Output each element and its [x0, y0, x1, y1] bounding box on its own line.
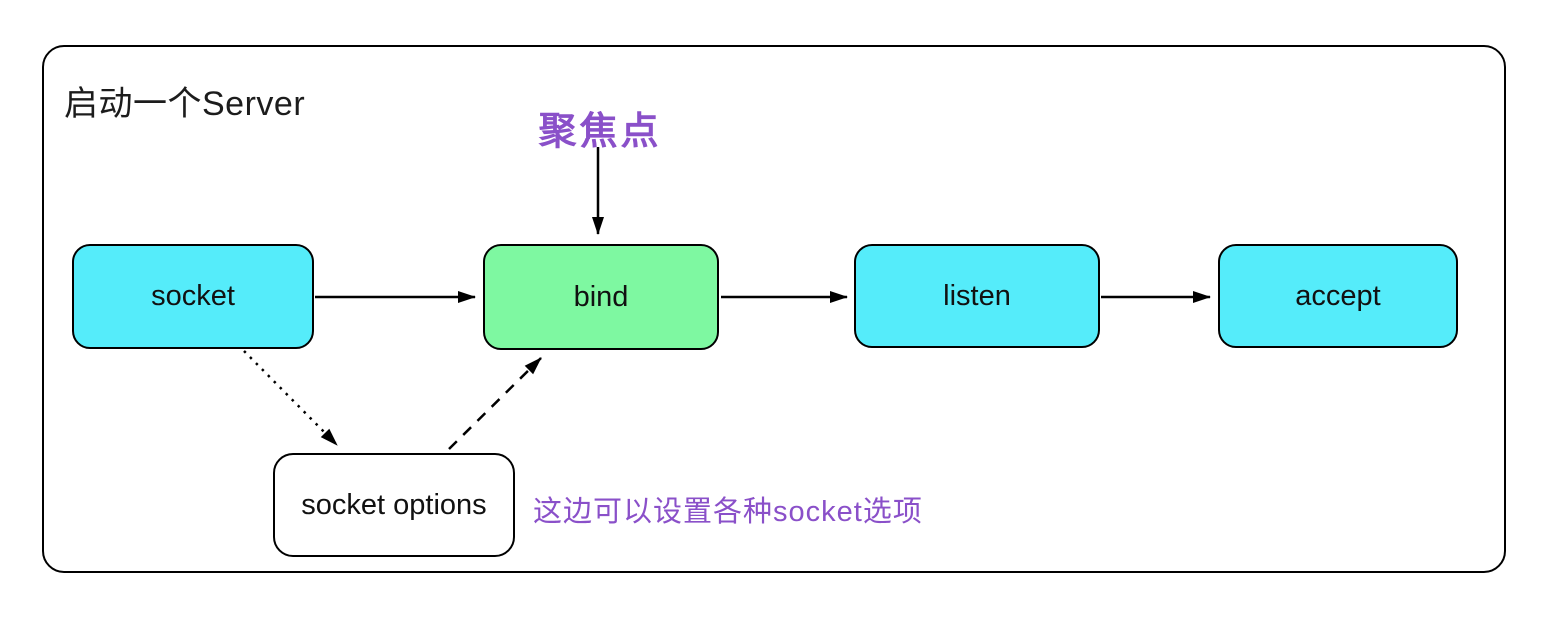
focus-label: 聚焦点 [538, 111, 662, 153]
node-accept-label: accept [1295, 279, 1381, 312]
node-socket[interactable]: socket [72, 244, 314, 349]
diagram-frame [42, 45, 1506, 573]
node-listen-label: listen [943, 279, 1011, 312]
node-socket-options-label: socket options [301, 488, 487, 521]
node-bind-label: bind [573, 280, 629, 313]
node-bind[interactable]: bind [483, 244, 719, 350]
options-annotation: 这边可以设置各种socket选项 [533, 496, 923, 528]
diagram-title: 启动一个Server [64, 85, 306, 123]
node-socket-options[interactable]: socket options [273, 453, 515, 557]
node-accept[interactable]: accept [1218, 244, 1458, 348]
node-listen[interactable]: listen [854, 244, 1100, 348]
node-socket-label: socket [151, 280, 235, 312]
